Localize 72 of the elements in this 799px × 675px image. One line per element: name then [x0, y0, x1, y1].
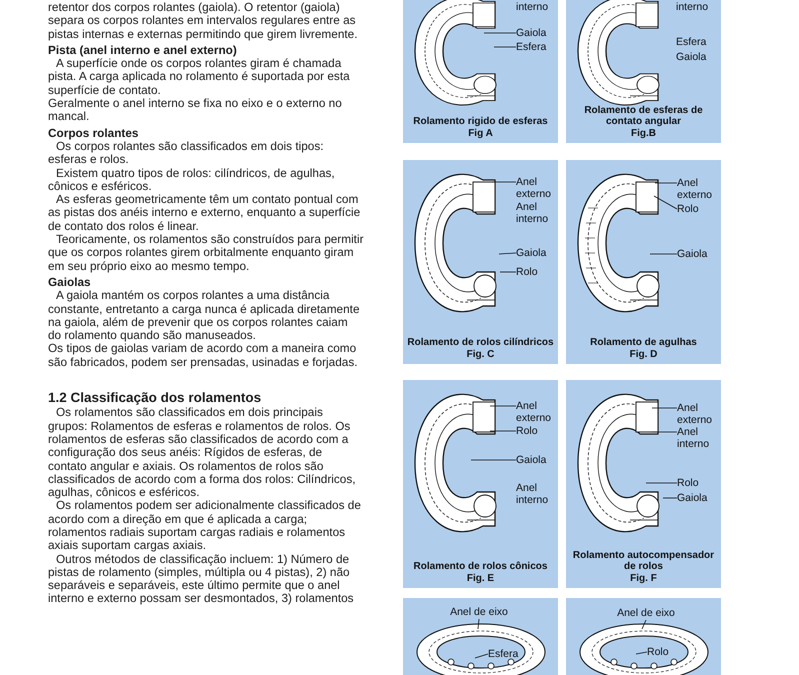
leader-line: [490, 430, 516, 432]
paragraph: Os tipos de gaiolas variam de acordo com a maneira como são fabricados, podem ser prensadas, usinadas e forjadas.: [48, 342, 359, 370]
figure-number: Fig. F: [629, 572, 658, 584]
leader-line: [498, 252, 516, 254]
figure-caption: Rolamento de esferas de contato angular: [583, 104, 704, 128]
part-label: Gaiola: [676, 51, 722, 63]
part-label: Anel interno: [677, 426, 723, 450]
figure-caption: Rolamento rigido de esferas: [412, 116, 549, 128]
part-label: Gaiola: [677, 248, 723, 260]
figure-panel: [566, 380, 721, 588]
leader-line: [494, 46, 516, 48]
paragraph: Teoricamente, os rolamentos são construídos para permitir que os corpos rolantes girem orbitalmente enquanto giram em seu próprio eixo ao mesmo tempo.: [48, 233, 364, 273]
part-label: Esfera: [676, 36, 722, 48]
figure-caption: Rolamento de rolos cônicos: [412, 561, 548, 572]
figure-number: Fig. E: [466, 572, 496, 584]
subheading: Pista (anel interno e anel externo): [48, 44, 238, 58]
part-label: Esfera: [516, 41, 562, 53]
figure-panel: [403, 0, 558, 143]
part-label: interno: [676, 1, 722, 13]
subheading: Corpos rolantes: [48, 126, 140, 140]
part-label: Anel externo: [677, 177, 723, 201]
figure-caption: Rolamento de rolos cilíndricos: [406, 337, 555, 348]
leader-line: [654, 196, 678, 210]
paragraph: retentor dos corpos rolantes (gaiola). O retentor (gaiola) separa os corpos rolantes em intervalos regulares entre as pistas internas e externas permitindo que girem livremente.: [48, 1, 358, 41]
paragraph: Geralmente o anel interno se fixa no eixo e o externo no mancal.: [48, 97, 343, 124]
figure-panel: [403, 160, 558, 364]
figure-number: Fig. D: [628, 348, 658, 360]
paragraph: A superfície onde os corpos rolantes giram é chamada pista. A carga aplicada no rolamento é suportada por esta superfície de contato.: [48, 57, 351, 98]
subheading: Gaiolas: [48, 276, 92, 290]
part-label: Esfera: [488, 648, 534, 660]
leader-line: [636, 652, 648, 654]
part-label: Gaiola: [677, 492, 723, 504]
part-label: Rolo: [677, 203, 723, 215]
part-label: Anel externo: [516, 176, 562, 200]
section-heading: 1.2 Classificação dos rolamentos: [48, 391, 262, 404]
part-label: Rolo: [516, 266, 562, 278]
leader-line: [474, 654, 488, 658]
figure-caption: Rolamento de agulhas: [589, 337, 698, 348]
part-label: Anel interno: [516, 201, 562, 225]
part-label: Anel interno: [516, 482, 562, 506]
figure-panel: [403, 598, 558, 675]
figure-panel: [566, 0, 721, 143]
figure-panel: [403, 380, 558, 588]
part-label: Gaiola: [516, 454, 562, 466]
part-label: interno: [516, 1, 562, 13]
leader-line: [654, 182, 678, 184]
figure-number: Fig.B: [630, 128, 657, 139]
paragraph: Os rolamentos podem ser adicionalmente classificados de acordo com a direção em que é aplicada a carga; rolamentos radiais suportam cargas radiais e rolamentos axiais suportam cargas axiais.: [48, 499, 362, 553]
figure-panel: [566, 160, 721, 364]
figure-panel: [566, 598, 721, 675]
part-label: Anel de eixo: [610, 607, 682, 619]
paragraph: As esferas geometricamente têm um contato pontual com as pistas dos anéis interno e externo, enquanto a superfície de contato dos rolos é linear.: [48, 193, 362, 234]
figure-number: Fig A: [467, 128, 494, 139]
leader-line: [642, 620, 646, 630]
paragraph: A gaiola mantém os corpos rolantes a uma distância constante, entretanto a carga nunca é aplicada diretamente na gaiola, além de prevenir que os corpos rolantes caiam do rolamento quando são manuseados.: [48, 289, 361, 342]
paragraph: Existem quatro tipos de rolos: cilíndricos, de agulhas, cônicos e esféricos.: [48, 166, 336, 194]
part-label: Gaiola: [516, 247, 562, 259]
leader-line: [478, 618, 480, 630]
leader-line: [484, 32, 516, 34]
part-label: Gaiola: [516, 27, 562, 39]
part-label: Anel externo: [677, 402, 723, 426]
figure-number: Fig. C: [466, 348, 496, 360]
part-label: Rolo: [516, 425, 562, 437]
part-label: Anel externo: [516, 400, 562, 424]
part-label: Rolo: [647, 646, 693, 658]
paragraph: Os rolamentos são classificados em dois principais grupos: Rolamentos de esferas e rolamentos de rolos. Os rolamentos de esferas são classificados de acordo com a configuração dos seus anéis: Rígidos de esferas, de contato angular e axiais. Os rolamentos de rolos são classificados de acordo com a forma dos rolos: Cilíndricos, agulhas, cônicos e esféricos.: [48, 406, 357, 500]
figure-caption: Rolamento autocompensador de rolos: [572, 550, 716, 572]
paragraph: Outros métodos de classificação incluem: 1) Número de pistas de rolamento (simples, múltipla ou 4 pistas), 2) não separáveis e separáveis, este último permite que o anel interno e externo possam ser desmontados, 3) rolamentos: [48, 552, 355, 606]
leader-line: [646, 482, 678, 484]
part-label: Rolo: [677, 477, 723, 489]
paragraph: Os corpos rolantes são classificados em dois tipos: esferas e rolos.: [48, 140, 325, 167]
part-label: Anel de eixo: [443, 606, 515, 618]
